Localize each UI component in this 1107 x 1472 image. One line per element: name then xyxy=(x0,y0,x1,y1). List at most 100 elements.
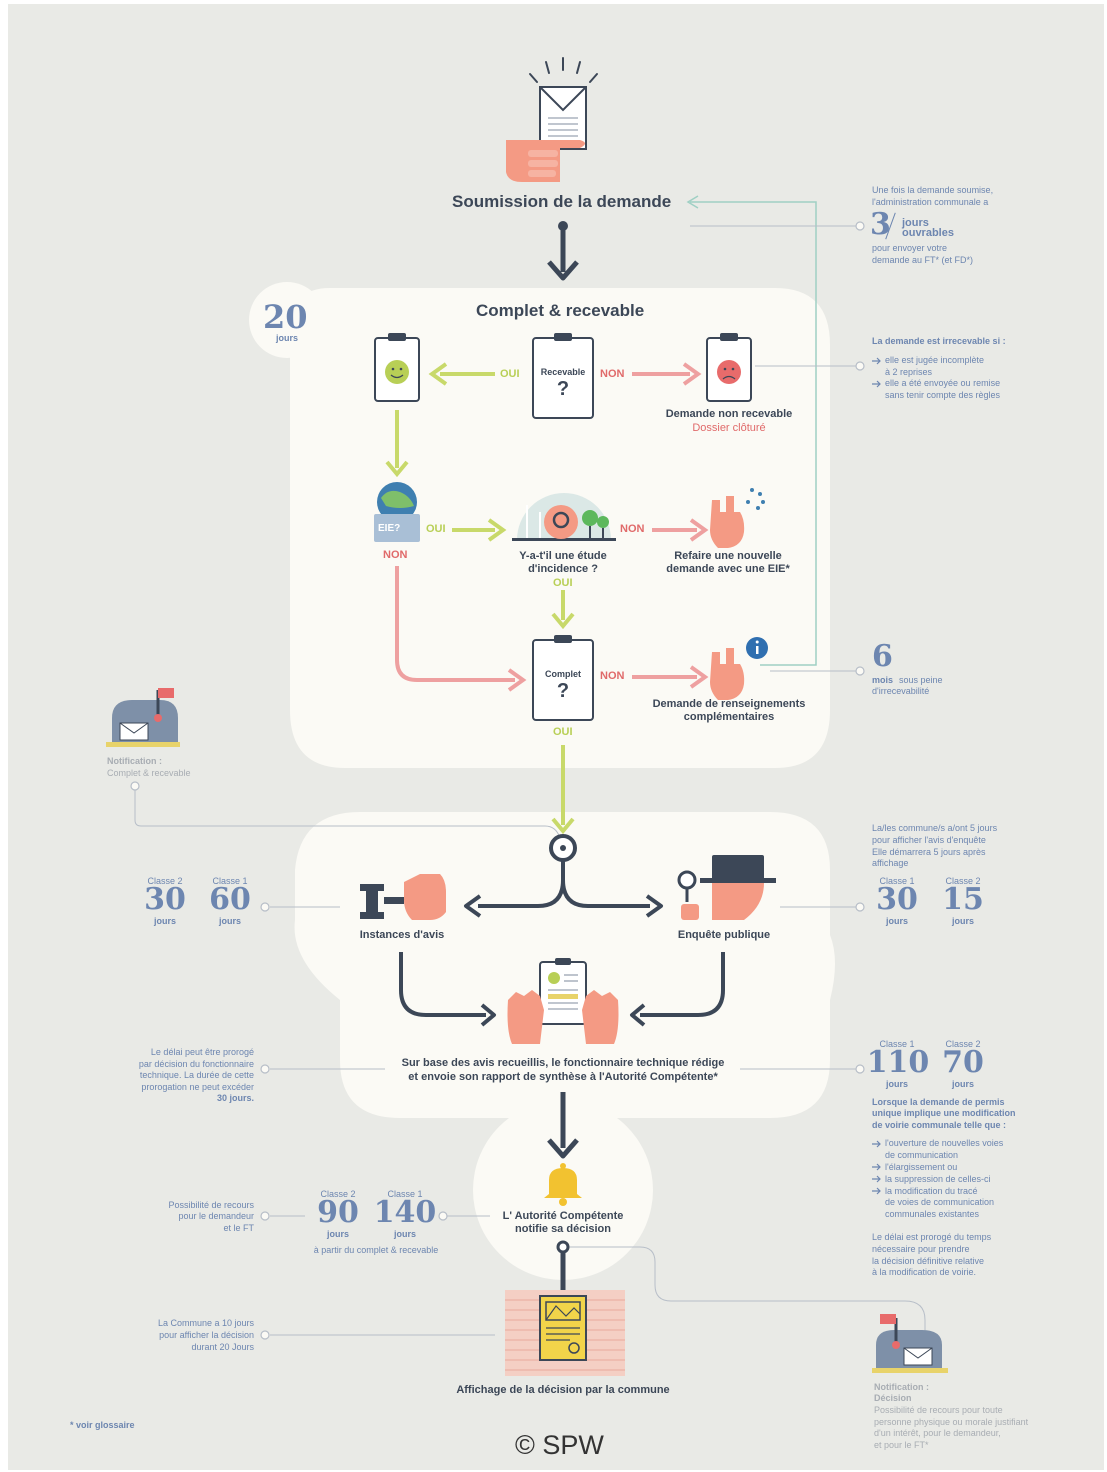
complet-non: NON xyxy=(600,670,625,682)
dec-c2-num: 90 xyxy=(317,1195,359,1230)
annot-dot xyxy=(855,902,865,912)
recevable-qmark: ? xyxy=(556,378,570,400)
enquete-note3: Elle démarrera 5 jours après xyxy=(872,847,986,857)
annot-dot xyxy=(855,1064,865,1074)
affichage-c1: La Commune a 10 jours xyxy=(157,1318,254,1328)
inst-c1-unit: jours xyxy=(218,916,241,926)
etude-line1: Y-a-t'il une étude xyxy=(519,550,607,562)
notif2-sub: Décision xyxy=(874,1393,912,1403)
enq-c2-unit: jours xyxy=(951,916,974,926)
rap-h2: unique implique une modification xyxy=(872,1108,1016,1118)
dec-c2-label: Classe 2 xyxy=(320,1189,356,1199)
brick-wall-icon xyxy=(505,1290,625,1376)
decision-text1: L' Autorité Compétente xyxy=(502,1210,624,1222)
note-3days-line2: l'administration communale a xyxy=(872,197,989,207)
complet-question: Complet xyxy=(545,669,581,679)
mailbox-icon-2 xyxy=(872,1314,948,1373)
rap-c2-num: 70 xyxy=(942,1045,984,1080)
report-icon xyxy=(507,958,619,1044)
bell-icon xyxy=(544,1163,582,1206)
enquete-note1: La/les commune/s a/ont 5 jours xyxy=(872,823,998,833)
rap-p3: la décision définitive relative xyxy=(872,1256,985,1266)
etude-line2: d'incidence ? xyxy=(528,563,598,575)
annot-dot xyxy=(260,1211,270,1221)
notif2-t4: et pour le FT* xyxy=(874,1440,929,1450)
flow-arrowhead-1 xyxy=(547,260,579,281)
rapport-line2: et envoie son rapport de synthèse à l'Au… xyxy=(408,1071,718,1083)
irrecevable-b2b: sans tenir compte des règles xyxy=(885,390,1001,400)
badge-20-circle xyxy=(249,282,325,358)
landscape-icon xyxy=(512,493,616,541)
prorog-l3: technique. La durée de cette xyxy=(139,1070,254,1080)
six-text2: d'irrecevabilité xyxy=(872,686,930,696)
annot-line-notif1 xyxy=(134,789,561,839)
eie-tag: EIE? xyxy=(378,523,401,534)
annot-dot xyxy=(260,1064,270,1074)
rap-b4b: de voies de communication xyxy=(885,1197,995,1207)
prorog-l4: prorogation ne peut excéder xyxy=(141,1082,254,1092)
refaire-line2: demande avec une EIE* xyxy=(666,563,790,575)
prorog-l5: 30 jours. xyxy=(216,1093,254,1103)
dossier-cloture-label: Dossier clôturé xyxy=(692,422,766,434)
submission-icon xyxy=(506,57,598,182)
enq-c1-unit: jours xyxy=(885,916,908,926)
rap-b1b: de communication xyxy=(885,1150,959,1160)
renseign-line1: Demande de renseignements xyxy=(652,698,806,710)
non-recevable-label: Demande non recevable xyxy=(665,408,793,420)
arrow-oui-1-head xyxy=(428,362,448,386)
rap-b4c: communales existantes xyxy=(885,1209,980,1219)
rap-c2-label: Classe 2 xyxy=(945,1039,981,1049)
inst-c2-num: 30 xyxy=(144,882,186,917)
notif2-t1: Possibilité de recours pour toute xyxy=(874,1405,1003,1415)
clipboard-recevable xyxy=(532,333,594,419)
rap-p2: nécessaire pour prendre xyxy=(872,1244,970,1254)
notif1-text: Complet & recevable xyxy=(107,768,191,778)
inst-c2-label: Classe 2 xyxy=(147,876,183,886)
refaire-line1: Refaire une nouvelle xyxy=(674,550,782,562)
six-unit: mois xyxy=(872,675,894,685)
notif2-t3: d'un intérêt, pour le demandeur, xyxy=(874,1428,1001,1438)
affichage-label: Affichage de la décision par la commune xyxy=(456,1384,670,1396)
complet-recevable-title: Complet & recevable xyxy=(476,301,645,320)
rap-c2-unit: jours xyxy=(951,1079,974,1089)
enq-c1-num: 30 xyxy=(876,882,918,917)
enq-c1-label: Classe 1 xyxy=(879,876,915,886)
annot-dot xyxy=(855,361,865,371)
hand-info-icon xyxy=(710,637,768,700)
enq-c2-num: 15 xyxy=(942,882,984,917)
feedback-line xyxy=(690,201,817,666)
hand-stop-icon xyxy=(710,488,765,548)
irrecevable-b1a: elle est jugée incomplète xyxy=(885,355,985,365)
annot-dot xyxy=(260,902,270,912)
rap-b3: la suppression de celles-ci xyxy=(885,1174,991,1184)
enquete-note4: affichage xyxy=(872,858,909,868)
copyright: © SPW xyxy=(515,1430,604,1460)
rap-c1-num: 110 xyxy=(866,1045,930,1080)
annot-line-notif2 xyxy=(568,1246,926,1332)
clipboard-complet xyxy=(532,635,594,721)
annot-dot xyxy=(438,1211,448,1221)
complet-qmark: ? xyxy=(556,680,570,702)
irrecevable-b2a: elle a été envoyée ou remise xyxy=(885,378,1001,388)
clipboard-happy xyxy=(374,333,420,402)
notif2-label: Notification : xyxy=(874,1382,929,1392)
dec-c1-num: 140 xyxy=(373,1195,437,1230)
rap-p4: à la modification de voirie. xyxy=(872,1267,977,1277)
enquete-note2: pour afficher l'avis d'enquête xyxy=(872,835,986,845)
note-3days-line3: pour envoyer votre xyxy=(872,243,948,253)
rap-b4a: la modification du tracé xyxy=(885,1186,978,1196)
badge-20-unit: jours xyxy=(276,333,299,343)
submission-title: Soumission de la demande xyxy=(452,192,672,211)
prorog-l2: par décision du fonctionnaire xyxy=(138,1059,254,1069)
glossaire-note: * voir glossaire xyxy=(70,1420,135,1430)
dec-c2-unit: jours xyxy=(326,1229,349,1239)
rap-h3: de voirie communale telle que : xyxy=(872,1120,1007,1130)
rap-p1: Le délai est prorogé du temps xyxy=(872,1232,992,1242)
decision-text2: notifie sa décision xyxy=(515,1223,611,1235)
irrecevable-head: La demande est irrecevable si : xyxy=(872,336,1006,346)
inst-c1-label: Classe 1 xyxy=(212,876,248,886)
number-6: 6 xyxy=(872,639,893,674)
rap-c1-label: Classe 1 xyxy=(879,1039,915,1049)
recours-l2: pour le demandeur xyxy=(178,1211,254,1221)
